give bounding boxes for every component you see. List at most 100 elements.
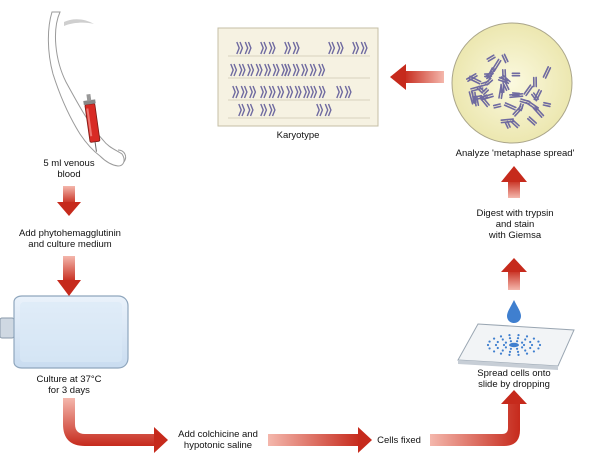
cell-dot <box>499 335 503 338</box>
cell-dot <box>524 349 527 352</box>
arrow-blood-to-pha <box>57 186 81 216</box>
chromosome <box>267 63 272 77</box>
cell-dot <box>488 347 491 350</box>
cell-dot <box>537 347 540 350</box>
chromosome <box>321 63 326 77</box>
chromosome <box>246 103 251 117</box>
chromosome <box>328 41 332 55</box>
chromosome <box>523 84 534 97</box>
chromosome <box>241 103 246 117</box>
cell-dot <box>538 343 542 347</box>
chromosome <box>250 63 255 77</box>
chromosome <box>280 85 285 99</box>
chromosome <box>263 103 268 117</box>
cell-dot <box>525 335 529 338</box>
chromosome <box>363 41 368 55</box>
chromosome <box>240 85 245 99</box>
chromosome <box>287 63 292 77</box>
chromosome <box>472 94 483 101</box>
chromosome <box>318 85 323 99</box>
cell-dot <box>508 337 512 340</box>
label-spread-cells: Spread cells onto slide by dropping <box>477 368 551 390</box>
chromosome <box>470 84 484 92</box>
label-digest: Digest with trypsin and stain with Giems… <box>476 208 554 241</box>
chromosome <box>304 63 309 77</box>
chromosome <box>303 85 307 99</box>
chromosome <box>511 92 521 97</box>
chromosome <box>268 41 273 55</box>
label-analyze: Analyze 'metaphase spread' <box>455 148 575 159</box>
cell-dot <box>517 334 520 337</box>
chromosome <box>527 116 537 126</box>
chromosome <box>268 103 273 117</box>
cell-dot <box>537 340 540 343</box>
chromosome <box>518 103 524 112</box>
chromosome <box>306 85 311 99</box>
label-karyotype: Karyotype <box>276 130 320 141</box>
chromosome <box>295 63 300 77</box>
cell-dot <box>525 352 529 355</box>
cell-dot <box>504 341 508 344</box>
chromosome <box>501 53 509 64</box>
dropper-drop-icon <box>507 300 521 323</box>
chromosome <box>292 63 297 77</box>
chromosome <box>284 63 288 77</box>
cell-dot <box>517 353 520 356</box>
cell-dot <box>509 340 513 343</box>
chromosome <box>313 85 318 99</box>
chromosome <box>503 102 517 111</box>
syringe-icon <box>83 93 101 152</box>
chromosome <box>271 103 276 117</box>
cell-dot <box>508 353 511 356</box>
label-culture: Culture at 37°C for 3 days <box>36 374 102 396</box>
cell-dot <box>508 350 512 353</box>
chromosome <box>542 66 552 79</box>
chromosome <box>260 41 264 55</box>
chromosome <box>239 41 244 55</box>
chromosome <box>230 63 234 77</box>
arm-icon <box>47 11 127 167</box>
cell-dot <box>529 346 532 350</box>
arrow-to-analyze <box>501 166 527 198</box>
arrow-to-karyotype <box>390 64 444 90</box>
chromosome <box>344 85 349 99</box>
chromosome <box>327 103 332 117</box>
cell-dot <box>520 341 524 344</box>
chromosome <box>292 41 297 55</box>
slide-cells <box>486 334 542 356</box>
chromosome <box>252 85 257 99</box>
chromosome <box>504 120 511 129</box>
chromosome <box>277 85 281 99</box>
chromosome <box>233 63 238 77</box>
chromosome <box>336 85 340 99</box>
chromosome <box>301 63 305 77</box>
chromosome <box>244 41 249 55</box>
cell-dot <box>516 337 520 340</box>
arrow-fixed-to-spread <box>430 390 527 446</box>
cell-dot <box>492 337 496 340</box>
chromosome <box>360 41 365 55</box>
cell-dot <box>502 343 506 347</box>
chromosome <box>249 85 253 99</box>
chromosome <box>271 85 276 99</box>
metaphase-spread-icon <box>451 22 573 144</box>
chromosome <box>481 87 490 96</box>
chromosome <box>289 85 294 99</box>
cell-dot <box>499 352 503 355</box>
chromosome <box>532 105 545 118</box>
chromosome <box>468 90 476 105</box>
chromosome <box>498 84 505 100</box>
cell-dot <box>496 346 499 350</box>
cell-dot <box>532 337 536 340</box>
arrow-pha-to-culture <box>57 256 81 296</box>
label-cells-fixed: Cells fixed <box>377 435 421 446</box>
cell-dot <box>530 343 534 347</box>
cell-dot <box>501 349 504 352</box>
chromosome <box>287 41 292 55</box>
cell-dot <box>486 343 490 347</box>
cell-dot <box>524 338 527 341</box>
chromosome <box>479 95 490 108</box>
chromosome <box>316 103 320 117</box>
chromosome <box>486 54 496 62</box>
